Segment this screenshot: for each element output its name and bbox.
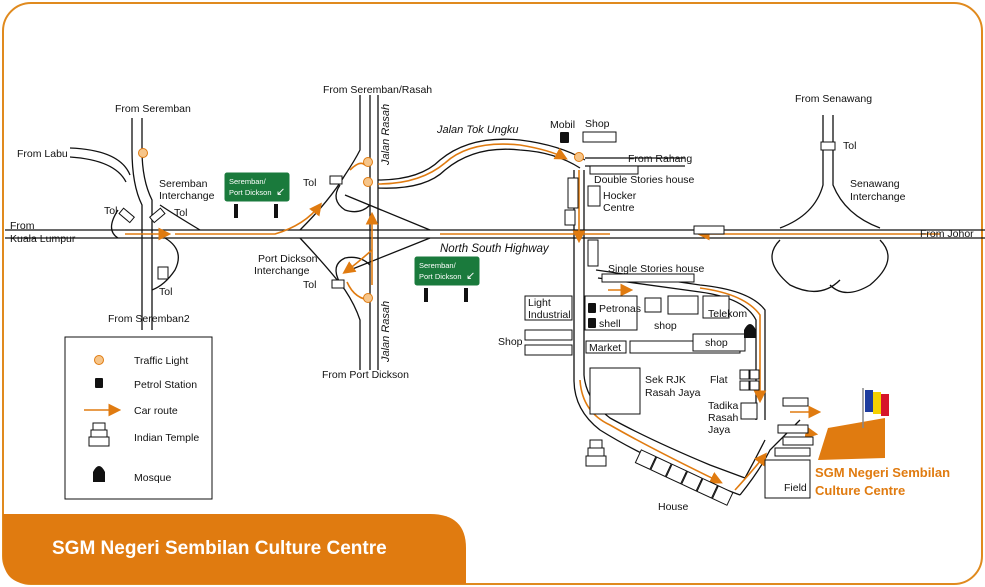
map-traffic-lights — [138, 148, 584, 303]
toll-booth-icon — [157, 266, 169, 280]
tadika-label-3: Jaya — [708, 424, 730, 436]
mobil-label: Mobil — [550, 119, 575, 131]
toll-booth-icon — [149, 207, 166, 224]
from-port-dickson-label: From Port Dickson — [322, 369, 409, 381]
destination-line1: SGM Negeri Sembilan — [815, 465, 950, 480]
petrol-station-icon — [95, 378, 103, 388]
mosque-icon — [744, 324, 756, 338]
petrol-station-icon — [588, 318, 596, 328]
from-seremban2-label: From Seremban2 — [108, 313, 190, 325]
traffic-light-icon — [363, 157, 373, 167]
traffic-light-icon — [363, 293, 373, 303]
shop-top-label: Shop — [585, 118, 610, 130]
legend-petrol-station: Petrol Station — [134, 379, 197, 391]
culture-centre-block — [818, 418, 885, 460]
tol-f-label: Tol — [843, 140, 856, 152]
flat-label: Flat — [710, 374, 728, 386]
double-stories-label: Double Stories house — [594, 174, 695, 186]
senawang-interchange-label-1: Senawang — [850, 178, 900, 190]
legend: Traffic Light Petrol Station Car route I… — [64, 336, 213, 500]
footer-title: SGM Negeri Sembilan Culture Centre — [52, 538, 387, 559]
traffic-light-icon — [138, 148, 148, 158]
sign-arrow-icon: ↙ — [466, 269, 475, 282]
seremban-interchange-label-1: Seremban — [159, 178, 208, 190]
buildings — [524, 131, 814, 506]
sek-rjk-label-2: Rasah Jaya — [645, 387, 701, 399]
field-label: Field — [784, 482, 807, 494]
from-kl-label-2: Kuala Lumpur — [10, 233, 76, 245]
from-seremban-rasah-label: From Seremban/Rasah — [323, 84, 432, 96]
sign-2: Seremban/ Port Dickson ↙ — [413, 255, 481, 302]
car-route — [125, 143, 940, 491]
light-industrial-label-1: Light — [528, 297, 551, 309]
sign-arrow-icon: ↙ — [276, 185, 285, 198]
tol-b-label: Tol — [174, 207, 187, 219]
traffic-light-icon — [574, 152, 584, 162]
port-dickson-interchange-label-2: Interchange — [254, 265, 310, 277]
traffic-light-icon — [363, 177, 373, 187]
sign-2-line2: Port Dickson — [419, 272, 462, 281]
north-south-highway-label: North South Highway — [440, 243, 550, 255]
indian-temple-icon — [585, 439, 607, 467]
tadika-label-1: Tadika — [708, 400, 739, 412]
jalan-tok-ungku-label: Jalan Tok Ungku — [436, 124, 519, 136]
sek-rjk-label-1: Sek RJK — [645, 374, 686, 386]
shell-label: shell — [599, 318, 621, 330]
legend-car-route: Car route — [134, 405, 178, 417]
sign-1: Seremban/ Port Dickson ↙ — [223, 171, 291, 218]
traffic-light-icon — [94, 355, 104, 365]
map-petrol-stations — [560, 132, 596, 328]
shop-right-label: shop — [705, 337, 728, 349]
toll-booth-icon — [331, 279, 345, 289]
from-rahang-label: From Rahang — [628, 153, 692, 165]
sign-2-line1: Seremban/ — [419, 261, 457, 270]
light-industrial-label-2: Industrial — [528, 309, 571, 321]
hocker-label-2: Centre — [603, 202, 635, 214]
single-stories-label: Single Stories house — [608, 263, 704, 275]
sign-1-line2: Port Dickson — [229, 188, 272, 197]
tol-c-label: Tol — [159, 286, 172, 298]
destination-line2: Culture Centre — [815, 483, 905, 498]
toll-booth-icon — [118, 207, 135, 224]
mosque-icon — [93, 466, 105, 482]
legend-mosque: Mosque — [134, 472, 172, 484]
from-labu-label: From Labu — [17, 148, 68, 160]
legend-traffic-light: Traffic Light — [134, 355, 188, 367]
tol-e-label: Tol — [303, 279, 316, 291]
port-dickson-interchange-label-1: Port Dickson — [258, 253, 318, 265]
from-johor-label: From Johor — [920, 228, 974, 240]
tadika-label-2: Rasah — [708, 412, 739, 424]
toll-booth-icon — [329, 175, 343, 185]
tol-d-label: Tol — [303, 177, 316, 189]
jalan-rasah-bottom-label: Jalan Rasah — [380, 301, 392, 363]
flag-icon — [862, 388, 889, 428]
hocker-label-1: Hocker — [603, 190, 637, 202]
seremban-interchange-label-2: Interchange — [159, 190, 215, 202]
indian-temple-icon — [88, 422, 110, 447]
petronas-label: Petronas — [599, 303, 641, 315]
from-seremban-label: From Seremban — [115, 103, 191, 115]
footer-band — [3, 514, 466, 584]
house-label: House — [658, 501, 689, 513]
legend-indian-temple: Indian Temple — [134, 432, 199, 444]
from-senawang-label: From Senawang — [795, 93, 872, 105]
petrol-station-icon — [588, 303, 596, 313]
toll-booths — [118, 141, 836, 289]
senawang-interchange-label-2: Interchange — [850, 191, 906, 203]
toll-booth-icon — [820, 141, 836, 151]
shop-mid-label: shop — [654, 320, 677, 332]
telekom-label: Telekom — [708, 308, 747, 320]
petrol-station-icon — [560, 132, 569, 143]
from-kl-label-1: From — [10, 220, 35, 232]
tol-a-label: Tol — [104, 205, 117, 217]
jalan-rasah-top-label: Jalan Rasah — [380, 104, 392, 166]
sign-1-line1: Seremban/ — [229, 177, 267, 186]
shop-left-label: Shop — [498, 336, 523, 348]
market-label: Market — [589, 342, 621, 354]
